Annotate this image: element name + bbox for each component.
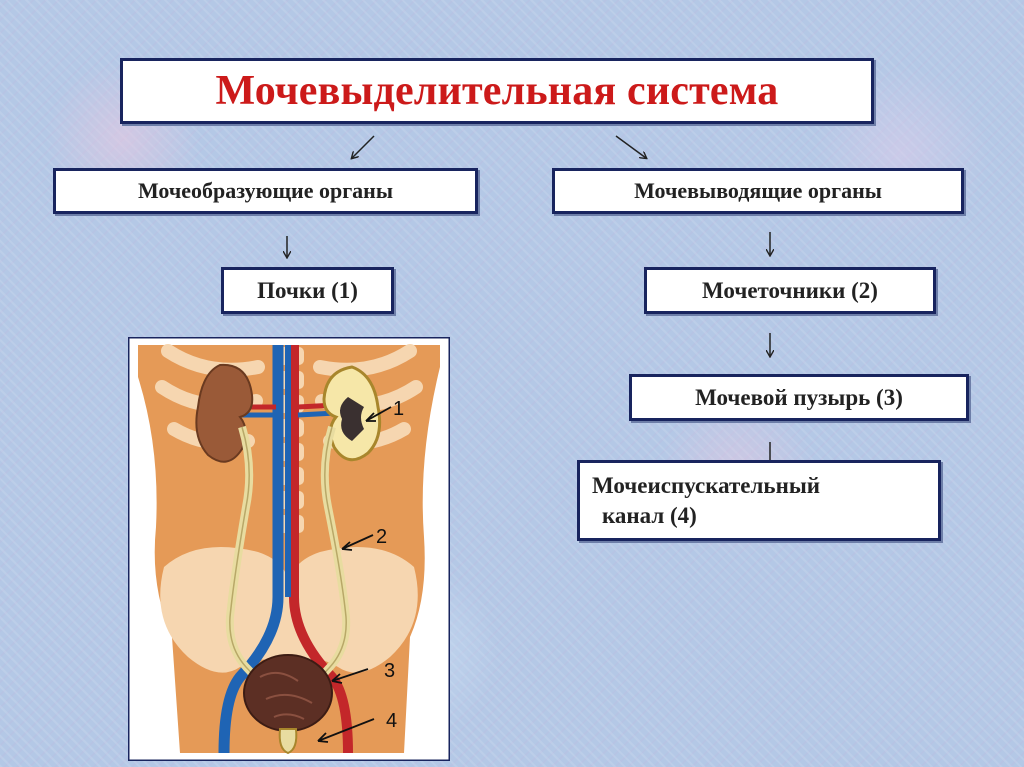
ureters-box: Мочеточники (2) [644, 267, 936, 314]
callout-label-2: 2 [376, 526, 387, 548]
diagram-title: Мочевыделительная система [120, 58, 874, 124]
arrow-title-to-excretion [615, 135, 646, 158]
urethra-label-line1: Мочеиспускательный [592, 472, 821, 498]
urethra [278, 728, 298, 755]
callout-label-3: 3 [384, 660, 395, 682]
urethra-label-line2: канал (4) [602, 502, 697, 528]
callout-pointer-4 [317, 718, 375, 742]
excretion-organs-box: Мочевыводящие органы [552, 168, 964, 214]
formation-organs-box: Мочеобразующие органы [53, 168, 478, 214]
callout-label-1: 1 [393, 398, 404, 420]
callout-label-4: 4 [386, 710, 397, 732]
callout-pointer-2 [341, 534, 374, 550]
callout-pointer-3 [331, 668, 369, 682]
bladder-box: Мочевой пузырь (3) [629, 374, 969, 421]
left-kidney [195, 363, 254, 463]
callout-pointer-1 [365, 406, 392, 422]
bladder [243, 654, 333, 732]
arrow-title-to-formation [352, 135, 375, 158]
urethra-box: Мочеиспускательный канал (4) [577, 460, 941, 541]
vena-cava [218, 345, 284, 754]
urinary-system-illustration: 1 2 3 4 [128, 337, 450, 761]
aorta [289, 345, 353, 754]
pelvis [160, 547, 418, 673]
kidneys-box: Почки (1) [221, 267, 394, 314]
